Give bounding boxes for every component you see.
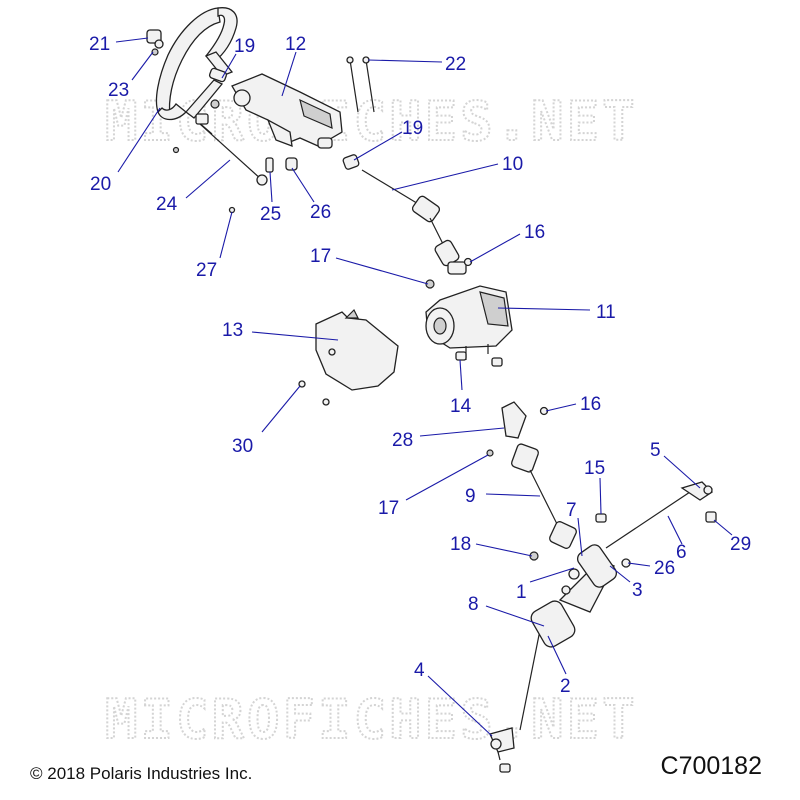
steering-rack (519, 491, 691, 731)
callout-30: 30 (232, 436, 253, 457)
callout-17: 17 (310, 246, 331, 267)
callout-19-bushing: 19 (402, 118, 423, 139)
watermark-top: MICROFICHES.NET (105, 90, 638, 153)
screw-30b (322, 398, 330, 406)
steering-column-bracket (231, 73, 343, 149)
callout-20: 20 (90, 174, 111, 195)
callout-18: 18 (450, 534, 471, 555)
callout-1: 1 (516, 582, 527, 603)
callout-19: 19 (234, 36, 255, 57)
callout-15: 15 (584, 458, 605, 479)
callout-9: 9 (465, 486, 476, 507)
callout-16-lower: 16 (580, 394, 601, 415)
callout-11: 11 (596, 302, 616, 323)
power-steering-unit (425, 285, 513, 360)
callout-4: 4 (414, 660, 425, 681)
callout-13: 13 (222, 320, 243, 341)
callout-21: 21 (89, 34, 110, 55)
callout-6: 6 (676, 542, 687, 563)
watermark-bottom: MICROFICHES.NET (105, 688, 638, 751)
bolt-14 (491, 357, 503, 367)
copyright-notice: © 2018 Polaris Industries Inc. (30, 764, 253, 783)
nut-17b (486, 449, 494, 457)
callout-14: 14 (450, 396, 472, 417)
tie-rod-end-inner (489, 727, 515, 761)
callout-10: 10 (502, 154, 523, 175)
callout-2: 2 (560, 676, 571, 697)
callout-5: 5 (650, 440, 661, 461)
bolt (463, 257, 473, 267)
steering-shield (315, 308, 399, 391)
callout-8: 8 (468, 594, 479, 615)
callout-17-lower: 17 (378, 498, 399, 519)
bushing (285, 157, 298, 171)
callout-12: 12 (285, 34, 306, 55)
boot-28 (501, 401, 527, 439)
callout-24: 24 (156, 194, 178, 215)
small-fastener (210, 99, 220, 109)
upper-intermediate-shaft (361, 169, 467, 275)
screw (265, 157, 274, 173)
callout-29: 29 (730, 534, 751, 555)
small-fastener (172, 146, 180, 154)
callout-27: 27 (196, 260, 217, 281)
callout-25: 25 (260, 204, 281, 225)
callout-22: 22 (445, 54, 466, 75)
nut-4 (499, 763, 511, 773)
column-bushing (342, 154, 360, 170)
callout-7: 7 (566, 500, 577, 521)
tilt-gas-spring (195, 113, 268, 186)
callout-16: 16 (524, 222, 545, 243)
drawing-number: C700182 (660, 752, 762, 780)
callout-26: 26 (310, 202, 331, 223)
callout-26-lower: 26 (654, 558, 675, 579)
pin (228, 206, 236, 214)
callout-23: 23 (108, 80, 129, 101)
lower-intermediate-shaft (511, 443, 577, 549)
nut-29 (705, 511, 717, 523)
bolt-14 (455, 351, 467, 361)
bolt-15 (595, 513, 607, 523)
steering-wheel (155, 7, 238, 121)
wheel-nut (151, 48, 159, 56)
callout-28: 28 (392, 430, 413, 451)
screw-30 (298, 380, 306, 388)
callout-3: 3 (632, 580, 643, 601)
wheel-cap (146, 29, 164, 49)
